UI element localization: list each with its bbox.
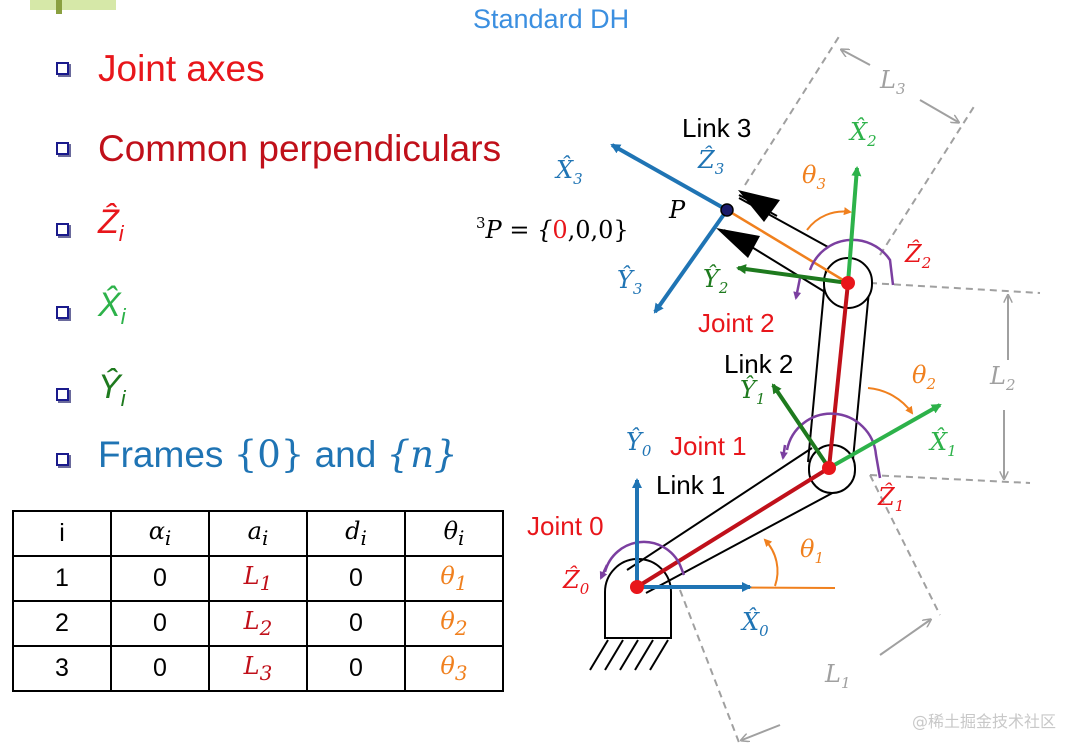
x2-label: X̂2	[848, 118, 877, 150]
bullet-math: Ŷi	[98, 368, 126, 411]
link-1-label: Link 1	[656, 470, 725, 500]
bullet-marker	[56, 142, 69, 155]
corner-decoration	[30, 0, 116, 14]
theta-arcs	[636, 207, 914, 589]
table-row: 2 0 L2 0 θ2	[12, 600, 504, 647]
cell-a: L1	[208, 555, 308, 602]
bullet-marker	[56, 62, 69, 75]
cell-theta: θ1	[404, 555, 504, 602]
x3-label: X̂3	[554, 156, 583, 188]
cell-a: L3	[208, 645, 308, 692]
z0-label: Ẑ0	[562, 565, 590, 598]
y3-label: Ŷ3	[617, 265, 642, 298]
cell-d: 0	[306, 600, 406, 647]
dimension-lines	[679, 34, 1041, 746]
frame-3	[610, 143, 729, 314]
cell-alpha: 0	[110, 600, 210, 647]
cell-i: 2	[12, 600, 112, 647]
cell-d: 0	[306, 645, 406, 692]
joint-1-label: Joint 1	[670, 431, 747, 461]
theta1-label: θ1	[800, 535, 824, 567]
bullet-math: X̂i	[98, 286, 126, 329]
point-p-equation: 3P = {0,0,0}	[476, 214, 629, 244]
joint-0-origin	[630, 580, 644, 594]
z3-label: Ẑ3	[697, 145, 724, 178]
link-1-body	[626, 447, 839, 594]
theta2-label: θ2	[912, 361, 936, 393]
link-3-label: Link 3	[682, 113, 751, 143]
link-2-body	[807, 269, 871, 471]
L2-label: L2	[989, 362, 1015, 394]
bullet-text: Joint axes	[98, 48, 265, 89]
L1-label: L1	[824, 660, 850, 692]
gripper	[716, 190, 780, 258]
L3-label: L3	[879, 66, 905, 98]
z1-label: Ẑ1	[877, 482, 904, 515]
bullet-math: Ẑi	[98, 203, 124, 246]
cell-alpha: 0	[110, 645, 210, 692]
dimension-arrows	[742, 50, 1008, 740]
cell-d: 0	[306, 555, 406, 602]
point-p-label: P	[668, 196, 686, 224]
cell-i: 1	[12, 555, 112, 602]
x1-label: X̂1	[928, 428, 957, 460]
bullet-marker	[56, 453, 69, 466]
frame-0	[632, 478, 752, 592]
table-row: 1 0 L1 0 θ1	[12, 555, 504, 602]
joint-0-label: Joint 0	[527, 511, 604, 541]
header-i: i	[12, 510, 112, 557]
joint-2-label: Joint 2	[698, 308, 775, 338]
table-header-row: i αi ai di θi	[12, 510, 504, 557]
table-row: 3 0 L3 0 θ3	[12, 645, 504, 692]
point-p-marker	[720, 203, 734, 217]
y1-label: Ŷ1	[740, 375, 765, 408]
cell-theta: θ2	[404, 600, 504, 647]
joint-2-origin	[841, 276, 855, 290]
cell-theta: θ3	[404, 645, 504, 692]
joint-1-origin	[822, 461, 836, 475]
link-2-label: Link 2	[724, 349, 793, 379]
bullet-marker	[56, 306, 69, 319]
frame-1	[771, 383, 942, 470]
z2-label: Ẑ2	[904, 239, 931, 272]
header-alpha: αi	[110, 510, 210, 557]
y2-label: Ŷ2	[703, 264, 728, 297]
bullet-marker	[56, 388, 69, 401]
header-theta: θi	[404, 510, 504, 557]
header-d: di	[306, 510, 406, 557]
page-title: Standard DH	[473, 4, 630, 34]
robot-base	[589, 558, 672, 671]
cell-a: L2	[208, 600, 308, 647]
cell-i: 3	[12, 645, 112, 692]
link-3-orange-line	[726, 208, 849, 285]
bullet-text: Common perpendiculars	[98, 128, 502, 169]
frame-2	[736, 166, 862, 285]
watermark: @稀土掘金技术社区	[912, 712, 1057, 731]
y0-label: Ŷ0	[626, 427, 652, 460]
common-perpendiculars	[635, 282, 850, 589]
x0-label: X̂0	[740, 608, 769, 640]
dh-parameter-table: i αi ai di θi 1 0 L1 0 θ1 2 0 L2 0 θ2 3 …	[12, 510, 504, 692]
cell-alpha: 0	[110, 555, 210, 602]
header-a: ai	[208, 510, 308, 557]
theta3-label: θ3	[802, 161, 826, 193]
bullet-text: Frames {0} and {n}	[98, 433, 458, 476]
bullet-marker	[56, 223, 69, 236]
